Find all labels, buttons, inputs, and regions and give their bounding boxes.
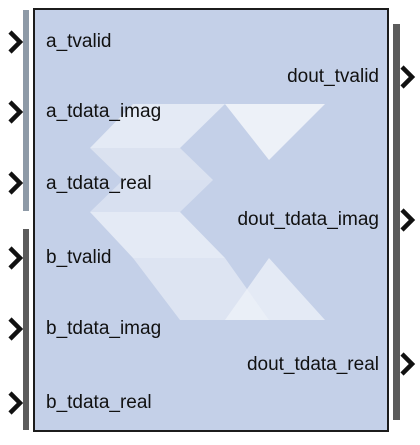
port-b-tvalid-chevron-right-icon[interactable]: [6, 245, 26, 271]
port-label-b-tdata-real: b_tdata_real: [46, 392, 152, 413]
port-label-dout-tdata-imag: dout_tdata_imag: [237, 209, 379, 230]
port-label-b-tdata-imag: b_tdata_imag: [46, 318, 162, 339]
input-bus-b-bar: [23, 229, 29, 430]
port-a-tdata-real-chevron-right-icon[interactable]: [6, 170, 26, 196]
port-a-tdata-imag-chevron-right-icon[interactable]: [6, 99, 26, 125]
port-dout-tdata-imag-chevron-right-icon[interactable]: [398, 207, 418, 233]
port-dout-tdata-real-chevron-right-icon[interactable]: [398, 351, 418, 377]
port-b-tdata-imag-chevron-right-icon[interactable]: [6, 316, 26, 342]
port-label-dout-tdata-real: dout_tdata_real: [246, 354, 379, 375]
port-b-tdata-real-chevron-right-icon[interactable]: [6, 390, 26, 416]
port-a-tvalid-chevron-right-icon[interactable]: [6, 29, 26, 55]
port-label-dout-tvalid: dout_tvalid: [287, 66, 379, 87]
port-label-a-tvalid: a_tvalid: [46, 31, 112, 52]
port-label-a-tdata-real: a_tdata_real: [46, 173, 152, 194]
input-bus-a-bar: [23, 10, 29, 211]
port-label-b-tvalid: b_tvalid: [46, 247, 112, 268]
port-label-a-tdata-imag: a_tdata_imag: [46, 101, 162, 122]
output-bus-bar: [393, 24, 400, 420]
port-dout-tvalid-chevron-right-icon[interactable]: [398, 64, 418, 90]
